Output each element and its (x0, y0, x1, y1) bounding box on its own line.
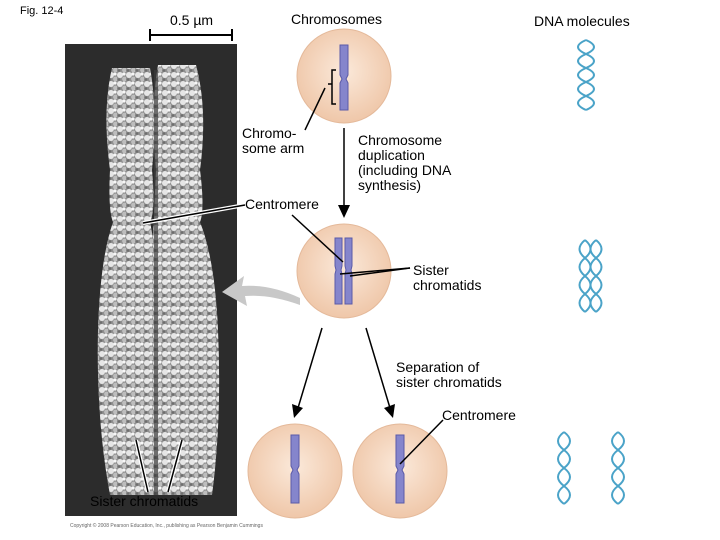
dna-molecules-label: DNA molecules (534, 13, 630, 29)
micrograph-chromatid-right (149, 65, 220, 495)
chromatid-right (344, 237, 353, 305)
separation-label: Separation of sister chromatids (396, 359, 502, 390)
duplication-label: Chromosome duplication (including DNA sy… (358, 132, 452, 193)
centromere-pointer-bottom (399, 419, 444, 465)
dna-helix-top (577, 39, 595, 111)
micrograph-chromatid-left (97, 68, 162, 495)
centromere-pointer-micrograph (142, 204, 246, 224)
copyright-notice: Copyright © 2008 Pearson Education, Inc.… (70, 523, 263, 529)
chromosome-daughter-left (290, 434, 300, 504)
scale-bar (149, 29, 233, 41)
chromosomes-label: Chromosomes (291, 11, 383, 27)
scale-bar-label: 0.5 µm (170, 12, 214, 28)
chromosome-daughter-right (395, 434, 405, 504)
sister-chromatids-label-left: Sister chromatids (90, 493, 199, 509)
micrograph-sister-pointer-right (167, 439, 183, 493)
centromere-pointer-cell (291, 214, 344, 263)
chromosome-arm-bracket (328, 69, 336, 105)
dna-helix-group (557, 39, 625, 505)
micrograph-sister-pointer-left (135, 439, 149, 493)
chromosome-arm-pointer (304, 87, 326, 131)
sister-chromatids-pointer-left (339, 267, 411, 275)
sister-chromatids-label-right: Sister chromatids (413, 262, 482, 293)
chromatid-left (334, 237, 343, 305)
micrograph-link-arrow (222, 276, 300, 306)
figure-label: Fig. 12-4 (20, 5, 64, 17)
centromere-label-bottom: Centromere (442, 407, 516, 423)
chromosome-arm-label: Chromo- some arm (242, 125, 305, 156)
duplication-arrow (338, 128, 350, 218)
chromosome-unduplicated (339, 44, 349, 111)
centromere-label-top: Centromere (245, 196, 319, 212)
separation-arrows (292, 327, 395, 418)
micrograph (65, 44, 237, 516)
